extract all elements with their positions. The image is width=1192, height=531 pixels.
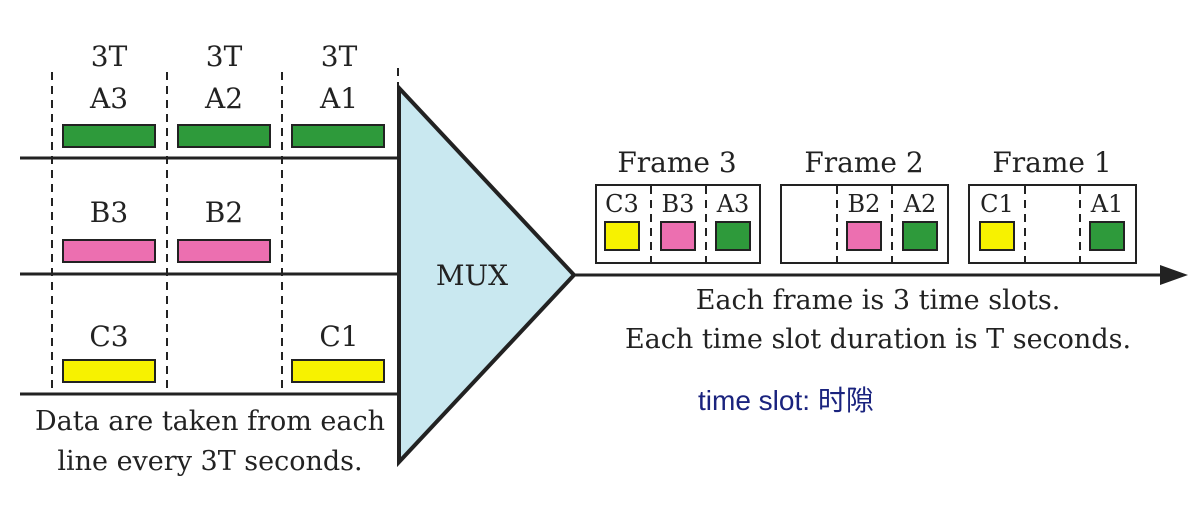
annotation-translation: 时隙 <box>818 384 874 417</box>
data-block-b2 <box>177 239 271 263</box>
frame-3: Frame 3 C3 B3 A3 <box>595 146 761 264</box>
slot-duration-label: 3T <box>206 40 243 73</box>
slot-label: C3 <box>605 190 639 218</box>
slot-duration-label: 3T <box>321 40 358 73</box>
output-note: Each time slot duration is T seconds. <box>625 324 1131 355</box>
input-section: 3T 3T 3T A3 A2 A1 B3 B2 C3 C1 <box>20 40 400 477</box>
data-label: B3 <box>90 196 128 229</box>
output-note: Each frame is 3 time slots. <box>696 285 1061 316</box>
data-block-c1 <box>291 359 385 383</box>
data-label: A2 <box>204 82 243 115</box>
data-label: A1 <box>319 82 358 115</box>
slot-duration-label: 3T <box>91 40 128 73</box>
data-block-a3 <box>62 124 156 148</box>
slot-label: A1 <box>1090 190 1124 218</box>
frame-1: Frame 1 C1 A1 <box>968 146 1137 264</box>
mux-triangle <box>397 82 577 468</box>
data-block-a2 <box>177 124 271 148</box>
frame-title: Frame 2 <box>804 146 923 179</box>
slot-label: C1 <box>980 190 1014 218</box>
arrow-head-icon <box>1160 265 1188 285</box>
data-label: C1 <box>319 320 358 353</box>
input-line-b: B3 B2 <box>20 196 400 276</box>
data-label: B2 <box>205 196 243 229</box>
slot-label: B2 <box>848 190 881 218</box>
annotation: time slot: 时隙 <box>698 384 874 417</box>
input-caption: Data are taken from each <box>35 406 385 437</box>
annotation-term: time slot: <box>698 385 810 416</box>
data-label: A3 <box>89 82 128 115</box>
slot-block-a3 <box>715 221 751 251</box>
output-section: Frame 3 C3 B3 A3 Frame 2 B2 A2 Frame 1 <box>574 146 1188 355</box>
input-caption: line every 3T seconds. <box>57 446 362 477</box>
data-block-b3 <box>62 239 156 263</box>
slot-block-a2 <box>902 221 938 251</box>
slot-block-c1 <box>979 221 1015 251</box>
data-block-c3 <box>62 359 156 383</box>
slot-label: A2 <box>903 190 937 218</box>
frame-2: Frame 2 B2 A2 <box>780 146 949 264</box>
data-block-a1 <box>291 124 385 148</box>
mux: MUX <box>397 82 577 468</box>
slot-block-b2 <box>846 221 882 251</box>
input-line-a: A3 A2 A1 <box>20 82 400 160</box>
frame-title: Frame 3 <box>617 146 736 179</box>
frame-title: Frame 1 <box>992 146 1111 179</box>
slot-block-c3 <box>604 221 640 251</box>
slot-label: A3 <box>716 190 750 218</box>
data-label: C3 <box>89 320 128 353</box>
mux-label: MUX <box>436 259 508 292</box>
slot-block-a1 <box>1089 221 1125 251</box>
slot-block-b3 <box>660 221 696 251</box>
input-line-c: C3 C1 <box>20 320 400 396</box>
slot-label: B3 <box>662 190 695 218</box>
